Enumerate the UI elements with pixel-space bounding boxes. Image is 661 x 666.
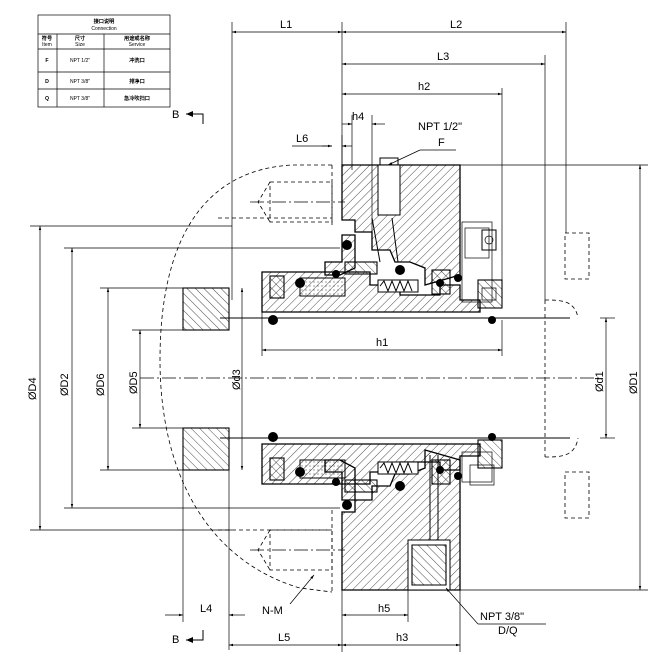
dim-h3: h3 <box>342 590 461 652</box>
dim-l3: L3 <box>342 51 546 300</box>
sleeve-bottom <box>261 443 481 493</box>
dim-l4: L4 <box>165 470 245 650</box>
svg-text:B: B <box>172 634 179 646</box>
svg-text:ØD6: ØD6 <box>95 373 107 396</box>
svg-text:B: B <box>172 109 179 121</box>
drive-collar-top <box>461 221 503 309</box>
dim-d2: ØD2 <box>59 247 340 509</box>
svg-text:N-M: N-M <box>262 605 283 617</box>
dim-D1: ØD1 <box>460 164 648 591</box>
header-service-en: Service <box>129 42 146 48</box>
svg-text:L3: L3 <box>437 51 449 63</box>
svg-text:ØD4: ØD4 <box>27 377 39 400</box>
section-mark-top: B <box>172 109 204 124</box>
svg-text:L2: L2 <box>450 19 462 31</box>
svg-text:h5: h5 <box>378 603 390 615</box>
header-item-cn: 符号 <box>42 34 52 42</box>
stuffing-box-bottom <box>182 427 230 471</box>
callout-drain-port: NPT 3/8" D/Q <box>445 587 546 637</box>
svg-text:L4: L4 <box>200 603 212 615</box>
header-item-en: Item <box>42 42 52 48</box>
svg-text:h1: h1 <box>376 337 388 349</box>
svg-text:L5: L5 <box>278 632 290 644</box>
svg-text:h4: h4 <box>352 111 364 123</box>
header-size-en: Size <box>75 42 85 48</box>
drive-collar-bottom <box>461 439 503 486</box>
dim-l1: L1 <box>231 19 343 300</box>
svg-text:L6: L6 <box>296 133 308 145</box>
svg-text:F: F <box>438 137 445 149</box>
dim-h4: h4 <box>342 111 385 232</box>
header-service-cn: 用途或名称 <box>123 34 151 42</box>
svg-text:NPT 3/8": NPT 3/8" <box>480 611 524 623</box>
row-d-item: D <box>45 79 49 85</box>
dim-d1: Ød1 <box>594 317 615 439</box>
bolt-top <box>250 181 345 223</box>
o-rings-top <box>268 240 496 325</box>
svg-text:Ød3: Ød3 <box>231 369 243 390</box>
header-size-cn: 尺寸 <box>75 34 86 42</box>
dim-h1: h1 <box>261 312 503 356</box>
section-mark-bottom: B <box>172 630 204 646</box>
shaft <box>140 232 600 519</box>
svg-text:L1: L1 <box>280 19 292 31</box>
dim-d6: ØD6 <box>95 287 183 471</box>
row-q-service: 急冷吹扫口 <box>124 94 150 102</box>
gland-body-bottom <box>324 449 461 591</box>
svg-text:ØD1: ØD1 <box>628 371 640 394</box>
svg-text:D/Q: D/Q <box>498 625 518 637</box>
dim-d5: ØD5 <box>128 329 183 429</box>
dim-l6: L6 <box>292 133 352 165</box>
svg-text:ØD5: ØD5 <box>128 371 140 394</box>
bolt-bottom <box>250 529 345 571</box>
o-rings-bottom <box>268 432 496 510</box>
dim-h2: h2 <box>342 81 503 300</box>
sleeve-top <box>261 261 481 313</box>
row-q-item: Q <box>45 96 49 102</box>
table-title-en: Connection <box>91 26 117 32</box>
dim-l2: L2 <box>342 19 567 233</box>
row-f-item: F <box>45 58 48 64</box>
dim-h5: h5 <box>342 590 409 622</box>
connection-table: 接口说明 Connection 符号 Item 尺寸 Size 用途或名称 Se… <box>37 14 171 108</box>
svg-text:h2: h2 <box>418 81 430 93</box>
dim-l5: L5 <box>229 590 343 652</box>
dim-d4: ØD4 <box>27 225 232 531</box>
row-d-service: 排净口 <box>129 77 145 85</box>
row-q-size: NPT 3/8" <box>70 96 90 102</box>
table-title-cn: 接口说明 <box>94 17 115 25</box>
row-f-size: NPT 1/2" <box>70 58 90 64</box>
stuffing-box-top <box>182 287 230 331</box>
gland-outline <box>159 164 333 593</box>
svg-text:h3: h3 <box>396 632 408 644</box>
dim-d3: Ød3 <box>231 288 244 470</box>
svg-text:Ød1: Ød1 <box>594 371 606 392</box>
svg-text:NPT 1/2": NPT 1/2" <box>418 121 462 133</box>
svg-text:ØD2: ØD2 <box>59 373 71 396</box>
callout-bolt: N-M <box>262 574 315 617</box>
row-f-service: 冲洗口 <box>129 56 145 64</box>
row-d-size: NPT 3/8" <box>70 79 90 85</box>
callout-flush-port: NPT 1/2" F <box>387 121 462 166</box>
